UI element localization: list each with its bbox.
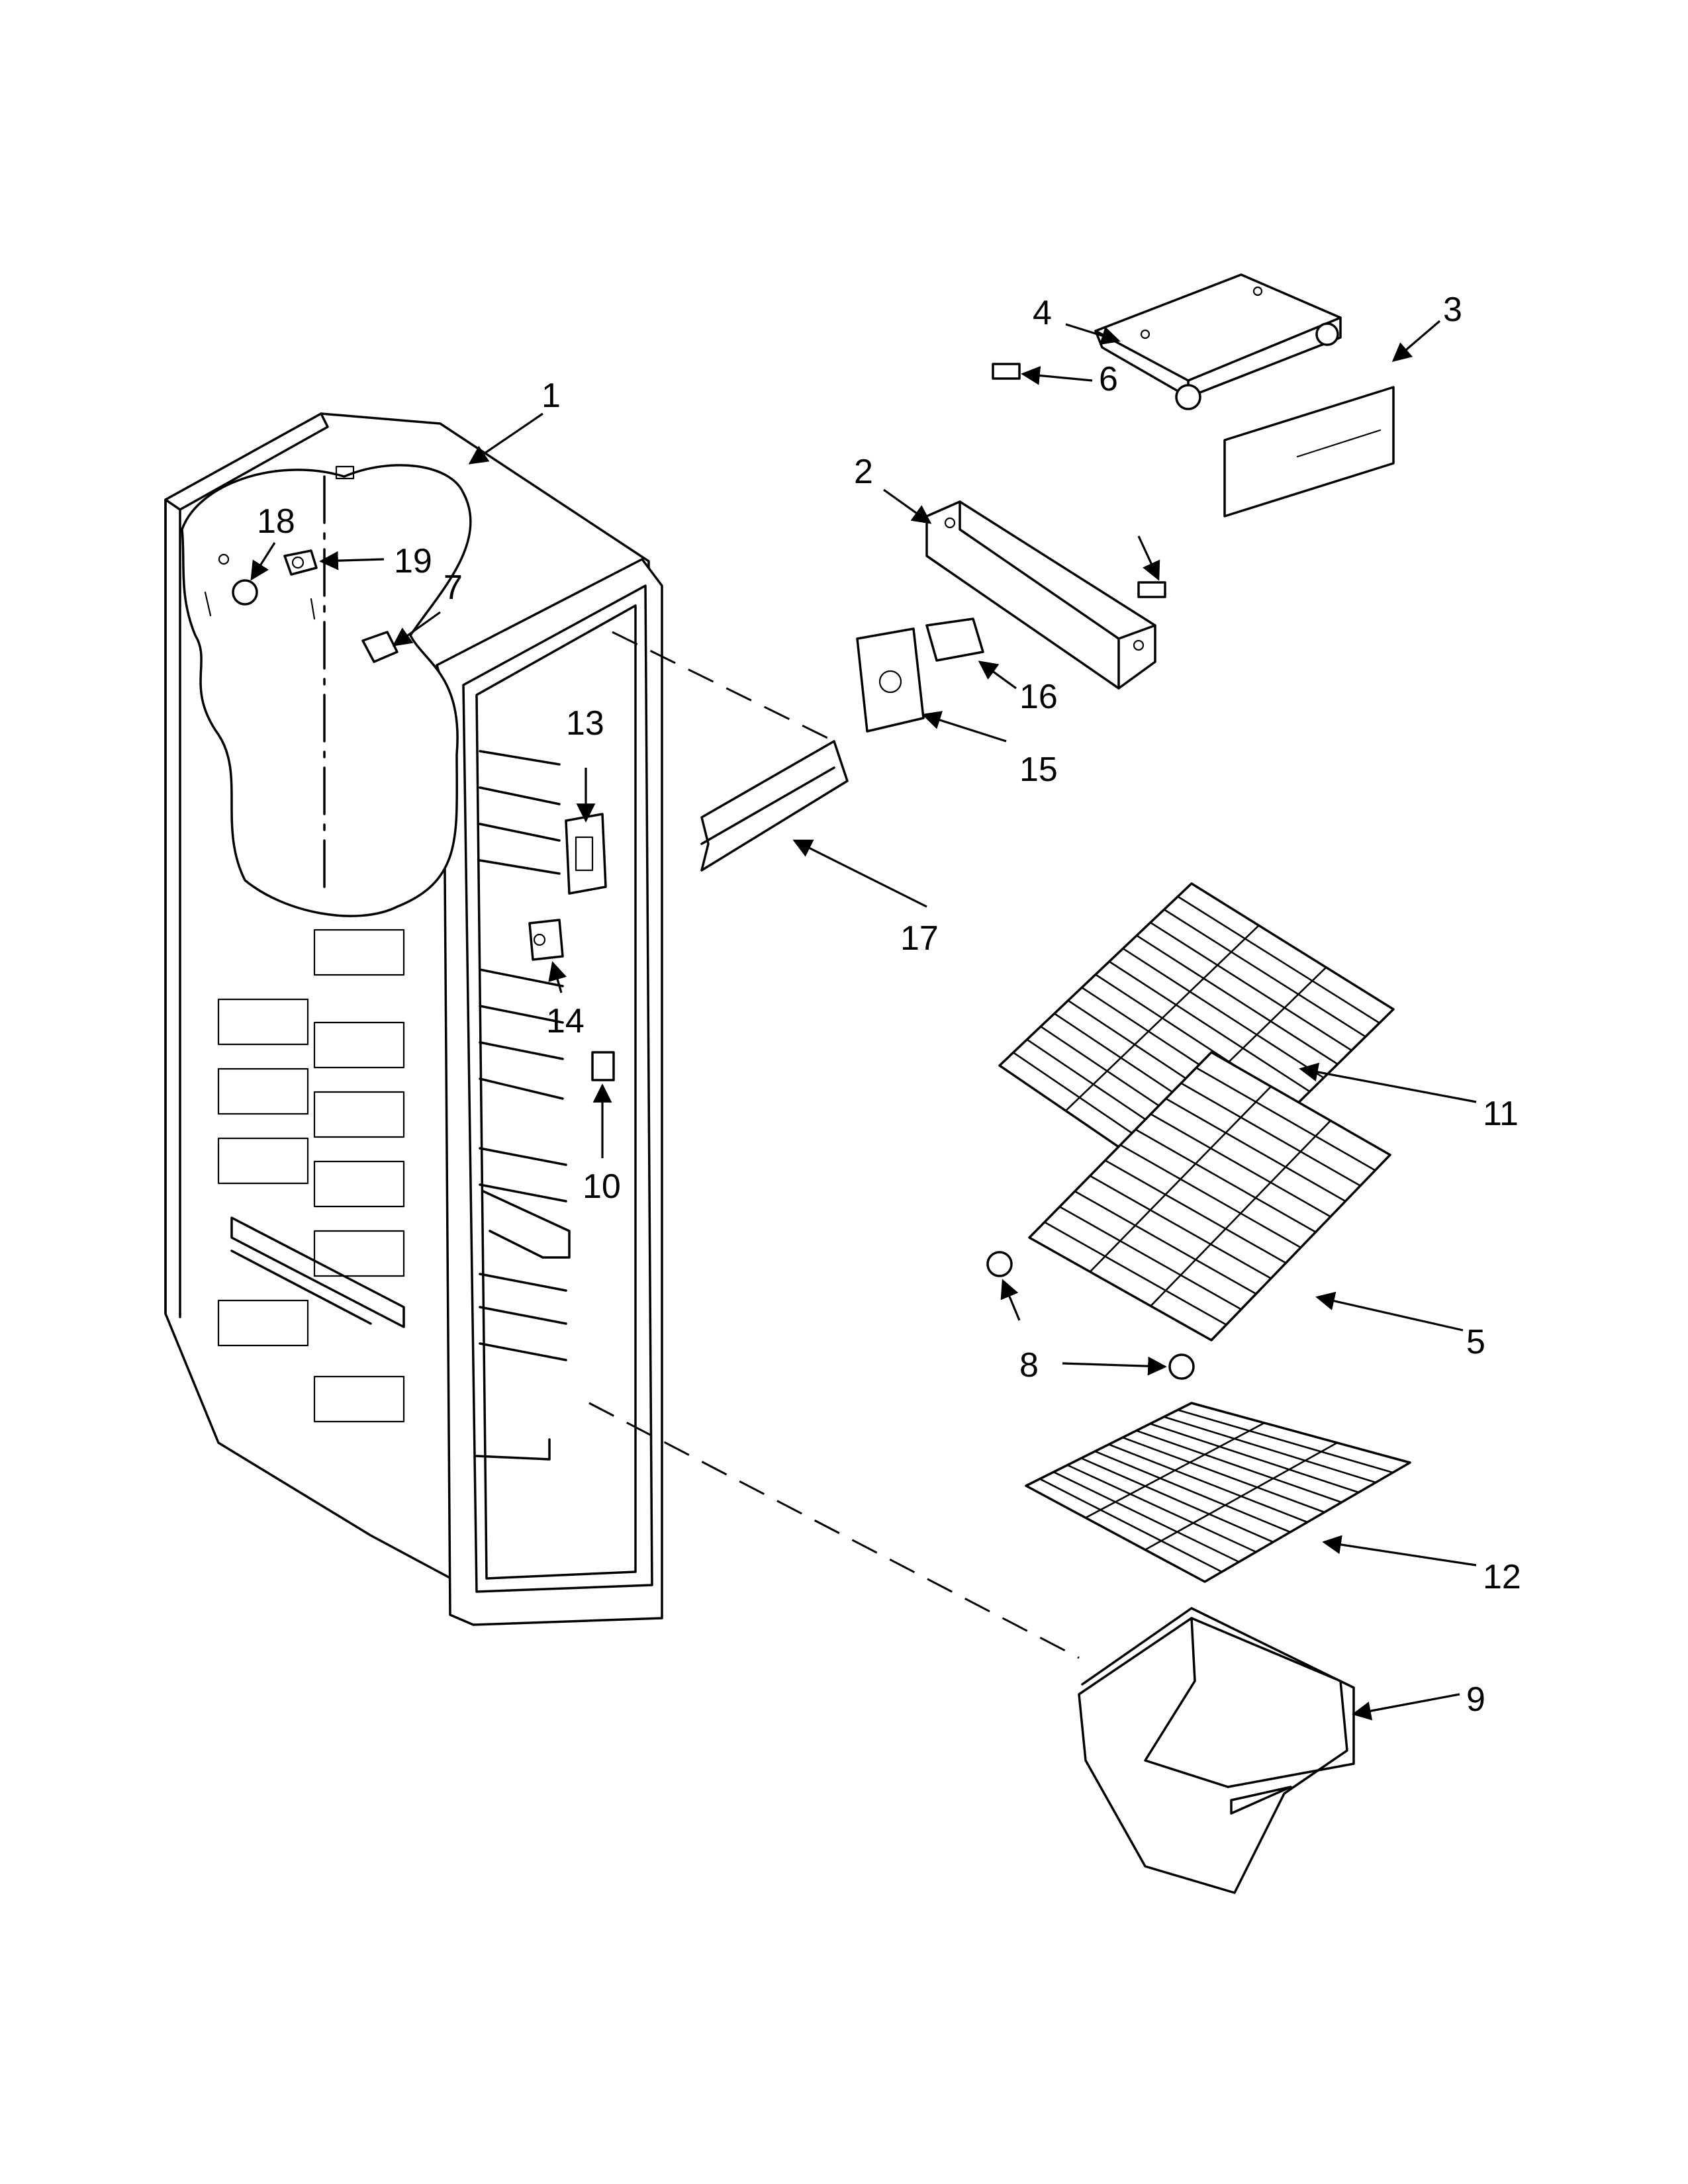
callout-14: 14 <box>546 1002 585 1040</box>
part-12-shelf <box>1025 1402 1411 1583</box>
shelf-wire <box>1119 1144 1301 1249</box>
shelf-wire <box>1177 1409 1393 1474</box>
shelf-crossbar <box>1150 1120 1331 1307</box>
callout-11: 11 <box>1483 1095 1519 1133</box>
callout-8: 8 <box>1019 1346 1039 1385</box>
part-17-cover <box>700 740 849 872</box>
part-13-control-housing <box>565 813 607 895</box>
leaders <box>250 320 1477 1721</box>
part-14-sensor <box>528 919 564 961</box>
part-15-module <box>856 627 925 733</box>
shelf-wire <box>1094 1450 1291 1533</box>
shelf-wire <box>1066 1464 1257 1553</box>
shelf-wire <box>1196 1067 1376 1171</box>
part-18-bulb <box>232 579 258 606</box>
shelf-wire <box>1136 1430 1342 1504</box>
shelf-crossbar <box>1145 1441 1338 1551</box>
shelf-wire <box>1104 1160 1287 1264</box>
dashed-guides <box>588 631 1080 1659</box>
shelf-wire <box>1108 1443 1308 1524</box>
callout-5: 5 <box>1466 1323 1485 1361</box>
callout-labels: 1 2 3 4 5 6 7 8 9 10 11 12 13 14 15 16 1… <box>257 291 1521 1719</box>
shelf-wire <box>1090 1175 1272 1279</box>
callout-6: 6 <box>1099 360 1118 398</box>
shelf-wire <box>1150 1423 1359 1494</box>
shelf-wire <box>1059 1206 1242 1310</box>
callout-4: 4 <box>1033 294 1052 332</box>
shelf-wire <box>1039 1478 1223 1573</box>
shelf-wire <box>1044 1221 1227 1326</box>
shelf-wire <box>1122 948 1325 1079</box>
part-10-switch <box>591 1051 615 1081</box>
shelf-crossbar <box>1089 1085 1272 1273</box>
shelf-wire <box>1109 960 1311 1093</box>
shelf-wire <box>1122 1436 1325 1514</box>
part-3-panel <box>1223 386 1395 518</box>
callout-16: 16 <box>1019 678 1058 716</box>
part-2-housing <box>925 500 1156 690</box>
callout-10: 10 <box>583 1167 621 1206</box>
shelf-crossbar <box>1065 925 1260 1112</box>
callout-18: 18 <box>257 502 295 541</box>
shelf-wire <box>1163 1416 1376 1484</box>
shelf-wire <box>1135 1128 1317 1233</box>
shelf-wire <box>1180 1082 1361 1187</box>
part-6-screws <box>992 363 1166 598</box>
callout-2: 2 <box>854 453 873 491</box>
liner-panels <box>217 929 405 1423</box>
callout-1: 1 <box>541 377 561 415</box>
liner-strips <box>479 750 567 1361</box>
shelf-crossbar <box>1085 1422 1265 1519</box>
callout-7: 7 <box>444 569 463 607</box>
part-4-bracket <box>1094 273 1342 410</box>
shelf-wire <box>1053 1471 1240 1563</box>
callout-17: 17 <box>900 919 939 958</box>
shelf-wire <box>1150 921 1352 1052</box>
part-8-supports <box>986 1251 1195 1380</box>
part-5-shelf <box>1028 1051 1391 1342</box>
callout-19: 19 <box>394 542 432 580</box>
shelf-wire <box>1163 909 1366 1038</box>
callout-13: 13 <box>566 704 604 743</box>
shelf-wire <box>1165 1097 1346 1203</box>
callout-9: 9 <box>1466 1680 1485 1719</box>
part-16-board <box>925 617 984 662</box>
part-7-clip <box>361 631 399 663</box>
shelf-wire <box>1150 1113 1331 1218</box>
callout-3: 3 <box>1443 291 1462 329</box>
callout-15: 15 <box>1019 751 1058 789</box>
part-19-socket <box>283 549 318 576</box>
shelf-wire <box>1080 1457 1274 1543</box>
callout-12: 12 <box>1483 1558 1521 1596</box>
shelf-wire <box>1074 1190 1257 1295</box>
shelf-wire <box>1136 934 1338 1065</box>
part-9-crisper <box>1078 1607 1355 1894</box>
shelf-wire <box>1177 895 1380 1024</box>
